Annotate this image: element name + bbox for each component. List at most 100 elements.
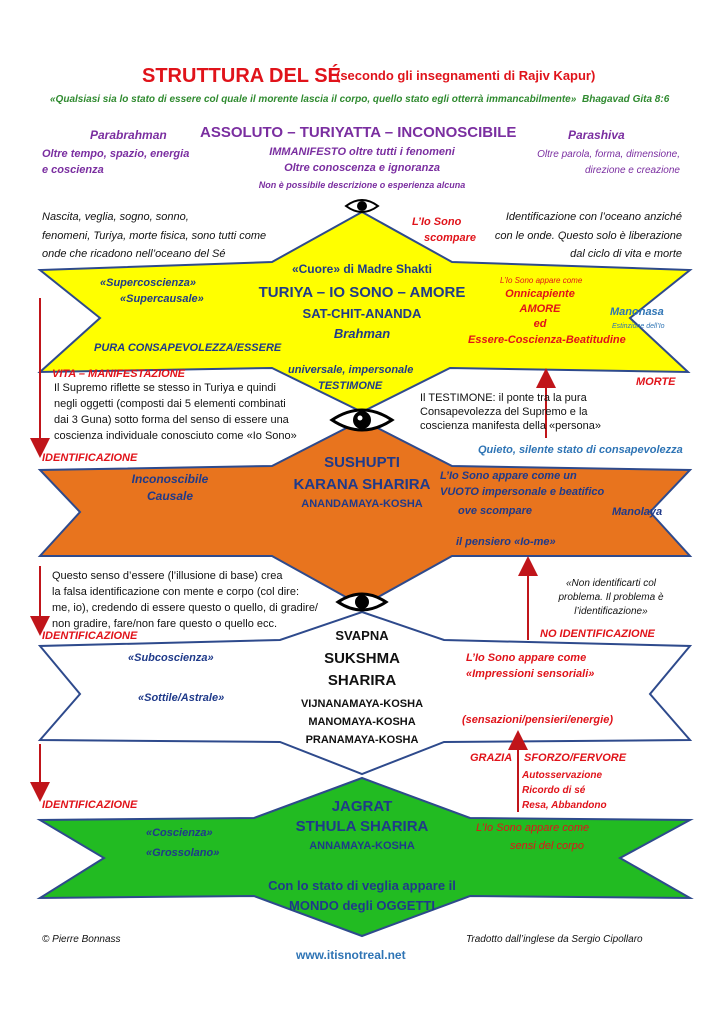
website-link[interactable]: www.itisnotreal.net	[296, 948, 406, 962]
grossolano-label: «Grossolano»	[146, 847, 220, 859]
assoluto-text: Oltre conoscenza e ignoranza	[284, 162, 440, 174]
jagrat-title: JAGRAT	[331, 798, 393, 815]
page-subtitle: (secondo gli insegnamenti di Rajiv Kapur…	[336, 68, 596, 83]
liberazione-text: Identificazione con l’oceano anziché	[505, 211, 682, 223]
io-sono-appare-small: L’Io Sono appare come	[500, 276, 583, 285]
onde-text: fenomeni, Turiya, morte fisica, sono tut…	[42, 230, 267, 242]
quieto-label: Quieto, silente stato di consapevolezza	[478, 444, 683, 456]
estinzione-label: Estinzione dell’Io	[612, 323, 665, 330]
impressioni-text: «Impressioni sensoriali»	[466, 668, 595, 680]
supercoscienza-label: «Supercoscienza»	[100, 277, 196, 289]
coscienza-label: «Coscienza»	[146, 827, 213, 839]
ricordo-label: Ricordo di sé	[522, 785, 586, 796]
liberazione-text: dal ciclo di vita e morte	[570, 248, 682, 260]
essere-coscienza-label: Essere-Coscienza-Beatitudine	[468, 334, 626, 346]
problema-quote: l’identificazione»	[574, 606, 648, 617]
vita-manifestazione-label: VITA – MANIFESTAZIONE	[52, 368, 186, 380]
turiya-title: TURIYA – IO SONO – AMORE	[258, 284, 466, 301]
supremo-text: Il Supremo riflette se stesso in Turiya …	[54, 382, 276, 394]
eye-icon	[329, 408, 395, 432]
assoluto-text: IMMANIFESTO oltre tutti i fenomeni	[269, 146, 455, 158]
pranamaya-kosha: PRANAMAYA-KOSHA	[305, 734, 419, 746]
header-quote: «Qualsiasi sia lo stato di essere col qu…	[50, 94, 577, 105]
vuoto-text: VUOTO impersonale e beatifico	[440, 486, 605, 498]
supremo-text: coscienza individuale conosciuto come «I…	[54, 430, 297, 442]
page-title: STRUTTURA DEL SÉ	[142, 65, 341, 87]
onde-text: Nascita, veglia, sogno, sonno,	[42, 211, 189, 223]
problema-quote: problema. Il problema è	[558, 592, 664, 603]
inconoscibile-label: Inconoscibile	[131, 472, 209, 486]
mondo-text: Con lo stato di veglia appare il	[268, 878, 456, 893]
translator-credit: Tradotto dall’inglese da Sergio Cipollar…	[466, 934, 643, 945]
ed-label: ed	[533, 318, 547, 330]
parabrahman-text: Oltre tempo, spazio, energia	[42, 148, 190, 160]
manonasa-label: Manonasa	[610, 306, 664, 318]
karana-sharira-title: KARANA SHARIRA	[293, 476, 431, 493]
sottile-astrale-label: «Sottile/Astrale»	[138, 692, 225, 704]
onnicapiente-label: Onnicapiente	[505, 288, 575, 300]
eye-icon	[335, 592, 389, 612]
supercausale-label: «Supercausale»	[120, 293, 204, 305]
identificazione-label: IDENTIFICAZIONE	[42, 452, 138, 464]
annamaya-kosha-label: ANNAMAYA-KOSHA	[309, 840, 415, 852]
vuoto-text: L’Io Sono appare come un	[440, 470, 577, 482]
parashiva-text: direzione e creazione	[584, 165, 680, 176]
resa-label: Resa, Abbandono	[522, 800, 607, 811]
cuore-label: «Cuore» di Madre Shakti	[291, 262, 433, 276]
brahman-label: Brahman	[333, 326, 391, 341]
assoluto-title: ASSOLUTO – TURIYATTA – INCONOSCIBILE	[200, 124, 517, 141]
causale-label: Causale	[146, 489, 194, 503]
senso-text: la falsa identificazione con mente e cor…	[52, 586, 300, 598]
jagrat-star	[36, 776, 694, 938]
manolaya-label: Manolaya	[612, 506, 663, 518]
liberazione-text: con le onde. Questo solo è liberazione	[494, 230, 682, 242]
parabrahman-label: Parabrahman	[90, 128, 167, 142]
morte-label: MORTE	[636, 376, 676, 388]
assoluto-text: Non è possibile descrizione o esperienza…	[258, 180, 466, 190]
pura-consapevolezza-label: PURA CONSAPEVOLEZZA/ESSERE	[94, 342, 282, 354]
onde-text: onde che ricadono nell’oceano del Sé	[42, 248, 226, 260]
testimone-label: TESTIMONE	[318, 380, 383, 392]
vuoto-text: ove scompare	[458, 505, 532, 517]
senso-text: me, io), credendo di essere questo o que…	[52, 602, 318, 614]
universale-label: universale, impersonale	[288, 364, 414, 376]
author-credit: © Pierre Bonnass	[42, 934, 121, 945]
senso-text: non gradire, fare/non fare questo o quel…	[52, 618, 278, 630]
subcoscienza-label: «Subcoscienza»	[128, 652, 214, 664]
sforzo-label: SFORZO/FERVORE	[524, 752, 627, 764]
amore-label: AMORE	[519, 303, 561, 315]
io-sono-scompare: scompare	[424, 232, 476, 244]
problema-quote: «Non identificarti col	[565, 578, 657, 589]
parashiva-text: Oltre parola, forma, dimensione,	[537, 149, 680, 160]
sat-chit-ananda: SAT-CHIT-ANANDA	[302, 306, 422, 321]
sensi-text: L’Io Sono appare come	[476, 822, 590, 834]
sensazioni-text: (sensazioni/pensieri/energie)	[462, 714, 613, 726]
no-identificazione-label: NO IDENTIFICAZIONE	[540, 628, 655, 640]
svapna-title: SVAPNA	[335, 628, 389, 643]
supremo-text: negli oggetti (composti dai 5 elementi c…	[54, 398, 286, 410]
identificazione-label: IDENTIFICAZIONE	[42, 630, 138, 642]
sushupti-title: SUSHUPTI	[324, 454, 400, 471]
impressioni-text: L’Io Sono appare come	[466, 652, 587, 664]
parabrahman-text: e coscienza	[42, 164, 104, 176]
vijnanamaya-kosha: VIJNANAMAYA-KOSHA	[300, 698, 424, 710]
sensi-text: sensi del corpo	[510, 840, 584, 852]
header-quote-source: Bhagavad Gita 8:6	[582, 94, 670, 105]
identificazione-label: IDENTIFICAZIONE	[42, 799, 138, 811]
autosservazione-label: Autosservazione	[522, 770, 603, 781]
sharira-title: SHARIRA	[327, 672, 397, 689]
grazia-label: GRAZIA	[470, 752, 513, 764]
sthula-sharira-title: STHULA SHARIRA	[295, 818, 429, 835]
ponte-text: Il TESTIMONE: il ponte tra la pura	[420, 392, 587, 404]
manomaya-kosha: MANOMAYA-KOSHA	[308, 716, 416, 728]
io-sono-scompare: L’Io Sono	[412, 216, 462, 228]
eye-icon	[344, 199, 380, 213]
parashiva-label: Parashiva	[568, 128, 625, 142]
io-me-text: il pensiero «Io-me»	[456, 536, 556, 548]
sukshma-title: SUKSHMA	[324, 650, 400, 667]
anandamaya-kosha-label: ANANDAMAYA-KOSHA	[301, 498, 423, 510]
supremo-text: dai 3 Guna) sotto forma del senso di ess…	[54, 414, 289, 426]
ponte-text: coscienza manifesta della «persona»	[420, 420, 602, 432]
senso-text: Questo senso d’essere (l’illusione di ba…	[52, 570, 283, 582]
